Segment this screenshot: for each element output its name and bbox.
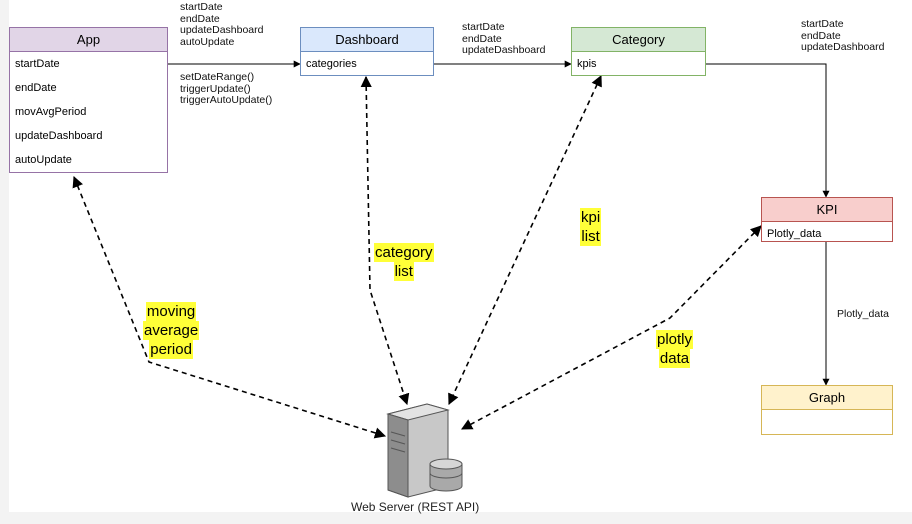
edge-app-server: [72, 175, 387, 439]
app-field: autoUpdate: [15, 154, 72, 166]
kpi-node-title: KPI: [762, 198, 892, 222]
kpi-node-fields: Plotly_data: [762, 222, 892, 246]
server-database-icon: [386, 403, 463, 498]
kpi-node[interactable]: KPI Plotly_data: [761, 197, 893, 242]
app-to-dashboard-props-label: startDate endDate updateDashboard autoUp…: [180, 1, 264, 48]
category-to-kpi-label: startDate endDate updateDashboard: [801, 18, 885, 53]
flow-label-line: average: [143, 321, 200, 340]
canvas-left-margin: [0, 0, 9, 524]
dashboard-to-app-methods-label: setDateRange() triggerUpdate() triggerAu…: [180, 71, 273, 106]
graph-node[interactable]: Graph: [761, 385, 893, 435]
app-field: endDate: [15, 82, 57, 94]
flow-label-line: list: [580, 227, 601, 246]
dashboard-node-title: Dashboard: [301, 28, 433, 52]
graph-node-title: Graph: [762, 386, 892, 410]
category-node-fields: kpis: [572, 52, 705, 76]
dashboard-to-category-label: startDate endDate updateDashboard: [462, 21, 546, 56]
flow-label-line: list: [393, 262, 414, 281]
canvas-bottom-margin: [0, 512, 912, 524]
kpi-list-label: kpi list: [580, 208, 602, 246]
app-node[interactable]: App startDate endDate movAvgPeriod updateDa…: [9, 27, 168, 173]
category-node[interactable]: Category kpis: [571, 27, 706, 76]
flow-label-line: category: [374, 243, 434, 262]
app-field: startDate: [15, 58, 60, 70]
app-node-fields: startDate endDate movAvgPeriod updateDashbo…: [10, 52, 167, 172]
flow-label-line: kpi: [580, 208, 602, 227]
dashboard-node-fields: categories: [301, 52, 433, 76]
flow-label-line: moving: [145, 302, 197, 321]
edge-kpi-server: [461, 225, 762, 430]
category-node-title: Category: [572, 28, 705, 52]
app-node-title: App: [10, 28, 167, 52]
flow-label-line: plotly: [656, 330, 694, 349]
dashboard-node[interactable]: Dashboard categories: [300, 27, 434, 76]
app-field: updateDashboard: [15, 130, 103, 142]
edge-dashboard-server: [360, 75, 410, 406]
moving-average-period-label: moving average period: [143, 302, 200, 359]
dashboard-field: categories: [306, 58, 357, 70]
kpi-field: Plotly_data: [767, 228, 822, 240]
flow-label-line: data: [658, 349, 691, 368]
web-server-label: Web Server (REST API): [351, 500, 480, 514]
kpi-to-graph-label: Plotly_data: [837, 308, 889, 320]
category-list-label: category list: [374, 243, 434, 281]
edge-category-server: [448, 74, 602, 406]
category-field: kpis: [577, 58, 597, 70]
flow-label-line: period: [149, 340, 193, 359]
plotly-data-label: plotly data: [656, 330, 694, 368]
edge-category-kpi: [706, 63, 830, 198]
app-field: movAvgPeriod: [15, 106, 87, 118]
